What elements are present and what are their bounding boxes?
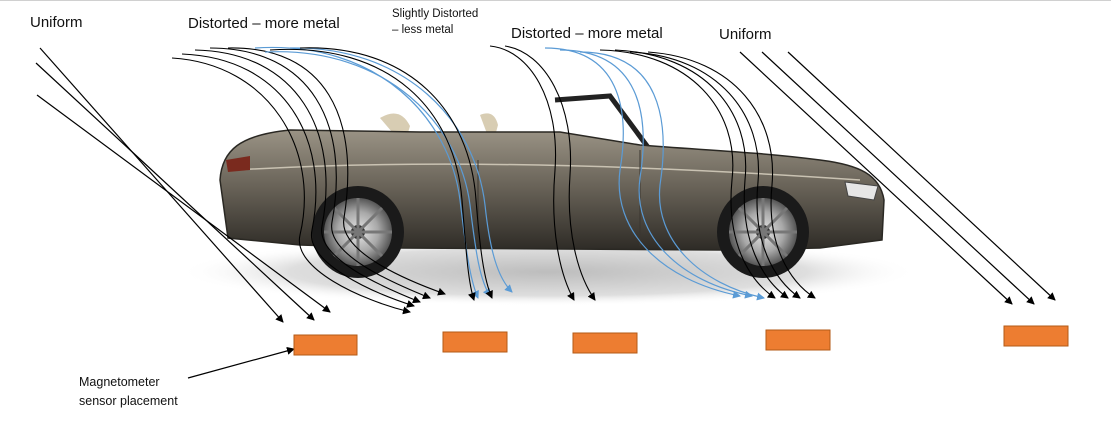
arrow-distorted-right-2	[614, 49, 789, 299]
sensor-pointer-arrow	[187, 346, 295, 379]
body-crease	[235, 163, 861, 181]
arrow-distorted-left-4	[209, 47, 431, 300]
arrow-uniform-left-3	[36, 94, 331, 313]
label-sensor-line2: sensor placement	[79, 394, 178, 408]
arrow-slight-3	[489, 45, 575, 301]
arrow-blue-1	[254, 46, 479, 299]
arrow-distorted-right-3	[629, 51, 801, 299]
arrow-uniform-left-2	[35, 62, 315, 321]
arrow-blue-5	[559, 49, 753, 299]
field-lines-blue	[254, 46, 765, 301]
label-uniform-left: Uniform	[30, 14, 83, 31]
car-illustration	[178, 93, 918, 306]
label-slightly-distorted-2: – less metal	[392, 24, 454, 36]
field-lines-uniform-left	[35, 47, 331, 323]
arrow-distorted-left-5	[227, 47, 446, 296]
windshield-frame	[554, 93, 653, 152]
arrow-blue-4	[544, 47, 741, 299]
arrow-distorted-left-3	[194, 49, 421, 304]
label-distorted-right: Distorted – more metal	[511, 25, 663, 42]
arrow-blue-3	[289, 47, 513, 293]
field-lines-distorted-right	[599, 49, 816, 299]
arrow-uniform-right-3	[787, 51, 1056, 301]
arrow-distorted-left-1	[171, 57, 411, 315]
label-sensor-line1: Magnetometer	[79, 375, 160, 389]
arrow-distorted-right-4	[647, 51, 816, 299]
arrow-uniform-right-2	[761, 51, 1035, 305]
arrow-blue-6	[579, 51, 765, 301]
field-lines-slightly-distorted	[269, 45, 596, 301]
label-distorted-left: Distorted – more metal	[188, 15, 340, 32]
sensor-rect	[572, 332, 638, 354]
field-lines-distorted-left	[171, 47, 446, 315]
front-wheel	[717, 186, 809, 278]
top-border	[0, 0, 1111, 1]
arrow-slight-4	[504, 45, 596, 301]
arrow-uniform-left-1	[39, 47, 284, 323]
arrow-blue-2	[264, 51, 491, 297]
arrow-uniform-right-1	[739, 51, 1013, 305]
field-lines-uniform-right	[739, 51, 1056, 305]
arrow-distorted-right-1	[599, 49, 776, 299]
arrow-slight-1	[269, 48, 476, 301]
sensor-rect	[442, 331, 508, 353]
sensor-rect	[1003, 325, 1069, 347]
label-uniform-right: Uniform	[719, 26, 772, 43]
arrow-distorted-left-2	[181, 53, 415, 308]
sensor-rect	[293, 334, 358, 356]
label-slightly-distorted-1: Slightly Distorted	[392, 8, 479, 20]
tail-light	[226, 156, 250, 172]
sensor-rect	[765, 329, 831, 351]
arrow-slight-2	[299, 47, 493, 299]
headlight	[844, 181, 879, 201]
sensors	[293, 325, 1069, 356]
